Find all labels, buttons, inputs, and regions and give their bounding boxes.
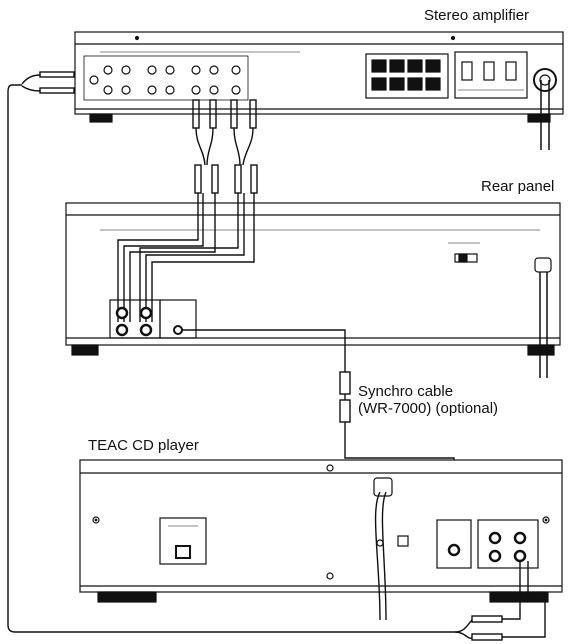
audio-cables-upper: [118, 100, 257, 322]
rear-panel-io-jacks: [110, 300, 196, 338]
stereo-amplifier: [75, 32, 563, 150]
rear-panel-power-cord: [535, 258, 551, 378]
teac-cd-player: [80, 460, 562, 620]
voltage-selector: [448, 243, 480, 262]
